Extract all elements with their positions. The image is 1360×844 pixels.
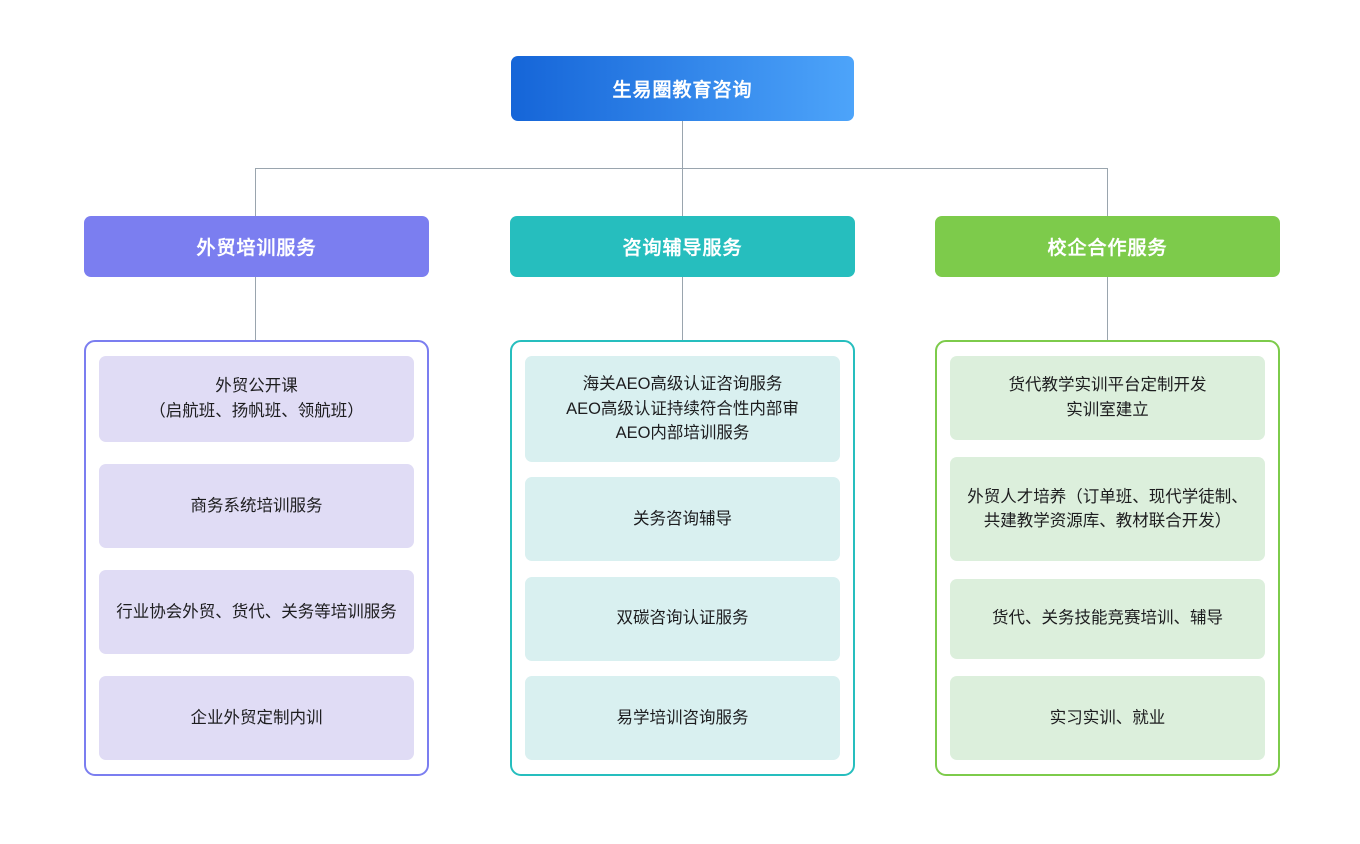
leaf-card[interactable]: 双碳咨询认证服务 <box>525 576 840 661</box>
branch-items-container-2: 货代教学实训平台定制开发 实训室建立 外贸人才培养（订单班、现代学徒制、共建教学… <box>935 340 1280 776</box>
leaf-card-label: 双碳咨询认证服务 <box>616 609 749 628</box>
leaf-card[interactable]: 实习实训、就业 <box>950 675 1265 760</box>
leaf-card[interactable]: 易学培训咨询服务 <box>525 675 840 760</box>
leaf-card-label: 企业外贸定制内训 <box>190 708 323 727</box>
root-node[interactable]: 生易圈教育咨询 <box>511 56 854 121</box>
leaf-card[interactable]: 企业外贸定制内训 <box>99 676 414 760</box>
branch-items-container-1: 海关AEO高级认证咨询服务 AEO高级认证持续符合性内部审 AEO内部培训服务 … <box>510 340 855 776</box>
leaf-card-label: 关务咨询辅导 <box>633 509 732 528</box>
leaf-card[interactable]: 商务系统培训服务 <box>99 464 414 548</box>
leaf-card[interactable]: 海关AEO高级认证咨询服务 AEO高级认证持续符合性内部审 AEO内部培训服务 <box>525 356 840 462</box>
leaf-card[interactable]: 外贸人才培养（订单班、现代学徒制、共建教学资源库、教材联合开发） <box>950 457 1265 562</box>
branch-header-label: 咨询辅导服务 <box>622 238 743 259</box>
leaf-card-label: 货代教学实训平台定制开发 实训室建立 <box>1008 376 1207 419</box>
leaf-card-label: 行业协会外贸、货代、关务等培训服务 <box>116 602 397 621</box>
leaf-card-label: 易学培训咨询服务 <box>616 708 749 727</box>
leaf-card-label: 实习实训、就业 <box>1049 708 1166 727</box>
leaf-card[interactable]: 外贸公开课 （启航班、扬帆班、领航班） <box>99 356 414 442</box>
leaf-card[interactable]: 关务咨询辅导 <box>525 477 840 562</box>
branch-header-zixun-fudao[interactable]: 咨询辅导服务 <box>510 216 855 277</box>
connector-header-to-items-1 <box>682 277 683 340</box>
branch-items-container-0: 外贸公开课 （启航班、扬帆班、领航班） 商务系统培训服务 行业协会外贸、货代、关… <box>84 340 429 776</box>
leaf-card-label: 商务系统培训服务 <box>190 496 323 515</box>
connector-horizontal-bus <box>255 168 1108 169</box>
branch-header-label: 校企合作服务 <box>1047 238 1168 259</box>
connector-drop-branch-2 <box>1107 168 1108 216</box>
connector-root-stem <box>682 121 683 168</box>
leaf-card[interactable]: 货代教学实训平台定制开发 实训室建立 <box>950 356 1265 440</box>
leaf-card-label: 海关AEO高级认证咨询服务 AEO高级认证持续符合性内部审 AEO内部培训服务 <box>566 374 799 443</box>
connector-header-to-items-0 <box>255 277 256 340</box>
connector-drop-branch-0 <box>255 168 256 216</box>
leaf-card-label: 外贸公开课 （启航班、扬帆班、领航班） <box>149 377 364 420</box>
branch-header-label: 外贸培训服务 <box>196 238 317 259</box>
root-node-label: 生易圈教育咨询 <box>612 80 753 101</box>
branch-header-waimao-peixun[interactable]: 外贸培训服务 <box>84 216 429 277</box>
connector-drop-branch-1 <box>682 168 683 216</box>
leaf-card[interactable]: 货代、关务技能竞赛培训、辅导 <box>950 578 1265 659</box>
leaf-card-label: 外贸人才培养（订单班、现代学徒制、共建教学资源库、教材联合开发） <box>967 487 1248 531</box>
branch-header-xiaoqi-hezuo[interactable]: 校企合作服务 <box>935 216 1280 277</box>
connector-header-to-items-2 <box>1107 277 1108 340</box>
leaf-card[interactable]: 行业协会外贸、货代、关务等培训服务 <box>99 570 414 654</box>
leaf-card-label: 货代、关务技能竞赛培训、辅导 <box>992 609 1223 628</box>
